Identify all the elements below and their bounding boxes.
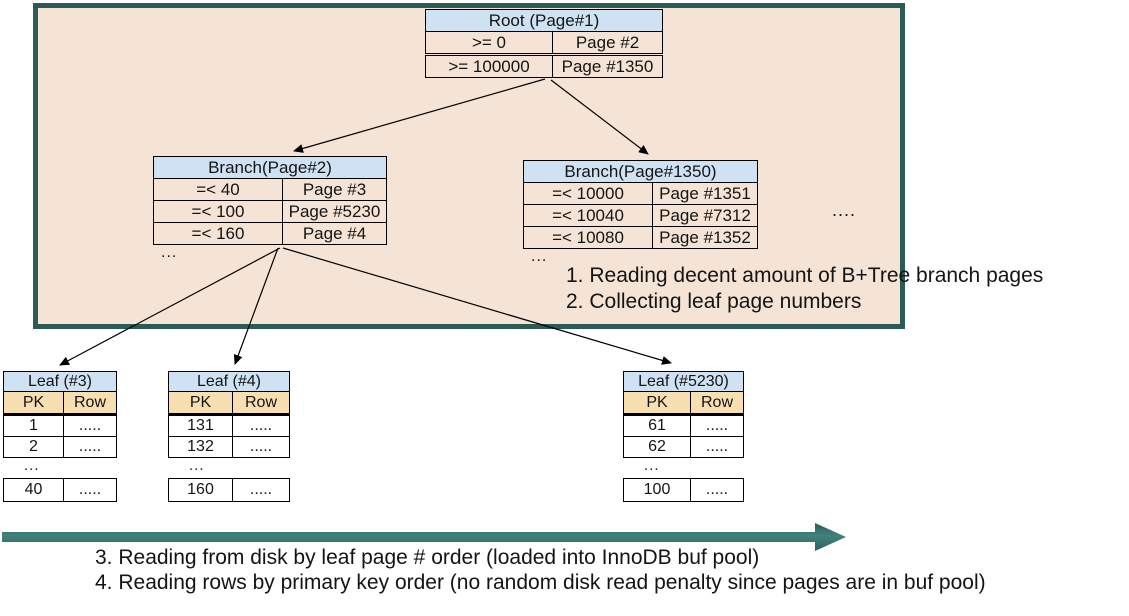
row-cell: ..... — [232, 415, 290, 437]
branch-page-cell: Page #1351 — [652, 182, 758, 205]
row-cell: ..... — [690, 436, 744, 458]
branch-page-cell: Page #5230 — [282, 200, 387, 223]
pk-cell: 61 — [623, 415, 691, 437]
leaf-phase-notes: 3. Reading from disk by leaf page # orde… — [95, 545, 986, 595]
leaf4-table-title: Leaf (#4) — [168, 371, 290, 392]
leaf5230-table-title: Leaf (#5230) — [623, 371, 744, 392]
pk-cell: 2 — [3, 436, 64, 458]
pk-cell: 132 — [168, 436, 233, 458]
leaf4-more-rows-ellipsis: ... — [189, 457, 205, 474]
pk-cell: 40 — [3, 478, 64, 502]
note-line-2: 2. Collecting leaf page numbers — [566, 290, 862, 313]
branch-page-cell: Page #4 — [282, 222, 387, 245]
branch1350-table: Branch(Page#1350) =< 10000 Page #1351 =<… — [523, 160, 758, 269]
pk-cell: 160 — [168, 478, 233, 502]
row-cell: ..... — [690, 478, 744, 502]
row-cell: ..... — [63, 436, 117, 458]
row-cell: ..... — [232, 436, 290, 458]
root-page-cell: Page #1350 — [552, 55, 663, 78]
pk-cell: 131 — [168, 415, 233, 437]
row-cell: ..... — [690, 415, 744, 437]
branch-key-cell: =< 40 — [153, 178, 283, 201]
row-cell: ..... — [232, 478, 290, 502]
branch2-table: Branch(Page#2) =< 40 Page #3 =< 100 Page… — [153, 156, 387, 265]
branch2-table-title: Branch(Page#2) — [153, 156, 387, 179]
pk-cell: 1 — [3, 415, 64, 437]
row-cell: ..... — [63, 478, 117, 502]
pk-cell: 100 — [623, 478, 691, 502]
branch2-more-rows-ellipsis: ... — [161, 244, 178, 261]
branch-page-cell: Page #1352 — [652, 226, 758, 249]
leaf5230-more-rows-ellipsis: ... — [644, 457, 660, 474]
note-line-1: 1. Reading decent amount of B+Tree branc… — [566, 264, 1044, 287]
note-line-3: 3. Reading from disk by leaf page # orde… — [95, 546, 760, 569]
branch-phase-notes: 1. Reading decent amount of B+Tree branc… — [566, 263, 1043, 315]
root-page-cell: Page #2 — [552, 31, 663, 54]
pk-column-header: PK — [3, 391, 64, 416]
leaf3-more-rows-ellipsis: ... — [24, 457, 40, 474]
more-branches-ellipsis: .... — [832, 200, 857, 220]
branch-page-cell: Page #7312 — [652, 204, 758, 227]
root-key-cell: >= 0 — [425, 31, 553, 54]
leaf3-table-title: Leaf (#3) — [3, 371, 117, 392]
branch-page-cell: Page #3 — [282, 178, 387, 201]
branch-key-cell: =< 10080 — [523, 226, 653, 249]
row-cell: ..... — [63, 415, 117, 437]
pk-cell: 62 — [623, 436, 691, 458]
root-page-table: Root (Page#1) >= 0 Page #2 >= 100000 Pag… — [425, 9, 663, 78]
row-column-header: Row — [63, 391, 117, 416]
note-line-4: 4. Reading rows by primary key order (no… — [95, 571, 986, 594]
branch-key-cell: =< 160 — [153, 222, 283, 245]
row-column-header: Row — [690, 391, 744, 416]
branch-key-cell: =< 10040 — [523, 204, 653, 227]
leaf3-table: Leaf (#3) PK Row 1 ..... 2 ..... ... 40 … — [3, 371, 117, 502]
branch-key-cell: =< 10000 — [523, 182, 653, 205]
row-column-header: Row — [232, 391, 290, 416]
pk-column-header: PK — [623, 391, 691, 416]
root-table-title: Root (Page#1) — [425, 9, 663, 32]
leaf5230-table: Leaf (#5230) PK Row 61 ..... 62 ..... ..… — [623, 371, 744, 502]
pk-column-header: PK — [168, 391, 233, 416]
root-key-cell: >= 100000 — [425, 55, 553, 78]
branch1350-table-title: Branch(Page#1350) — [523, 160, 758, 183]
leaf4-table: Leaf (#4) PK Row 131 ..... 132 ..... ...… — [168, 371, 290, 502]
branch-key-cell: =< 100 — [153, 200, 283, 223]
